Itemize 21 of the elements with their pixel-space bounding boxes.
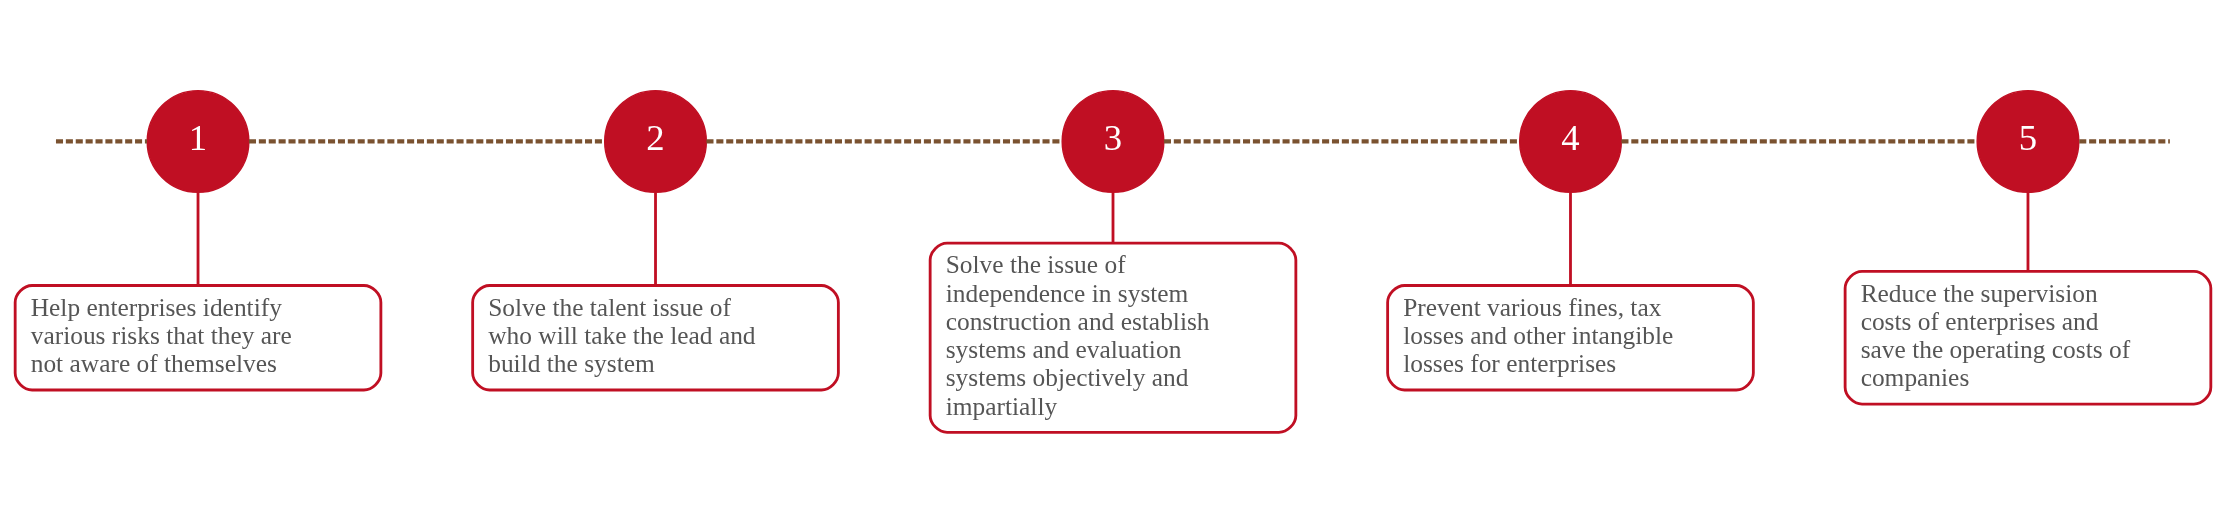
connector	[2026, 192, 2030, 272]
connector	[1111, 192, 1115, 244]
connector	[1569, 192, 1572, 286]
connector	[2079, 139, 2170, 144]
connector	[55, 139, 147, 144]
node-box: Prevent various fines, tax losses and other intangible losses for enterprises	[1386, 284, 1755, 392]
node-circle: 3	[1061, 89, 1165, 193]
connector	[654, 192, 657, 286]
node-box: Solve the talent issue of who will take the lead and build the system	[471, 284, 840, 392]
connector	[1621, 139, 1977, 144]
node-box: Reduce the supervision costs of enterprises and save the operating costs of companies	[1843, 269, 2213, 406]
node-box: Solve the issue of independence in system construction and establish systems and evaluation systems objectively and impartially	[928, 241, 1298, 434]
connector	[248, 139, 605, 144]
connector	[1163, 139, 1520, 144]
node-circle: 4	[1518, 89, 1623, 193]
node-circle: 2	[603, 89, 708, 193]
node-circle: 1	[146, 89, 250, 193]
connector	[196, 192, 200, 286]
connector	[706, 139, 1062, 144]
node-box: Help enterprises identify various risks that they are not aware of themselves	[13, 284, 383, 392]
node-circle: 5	[1976, 89, 2080, 193]
